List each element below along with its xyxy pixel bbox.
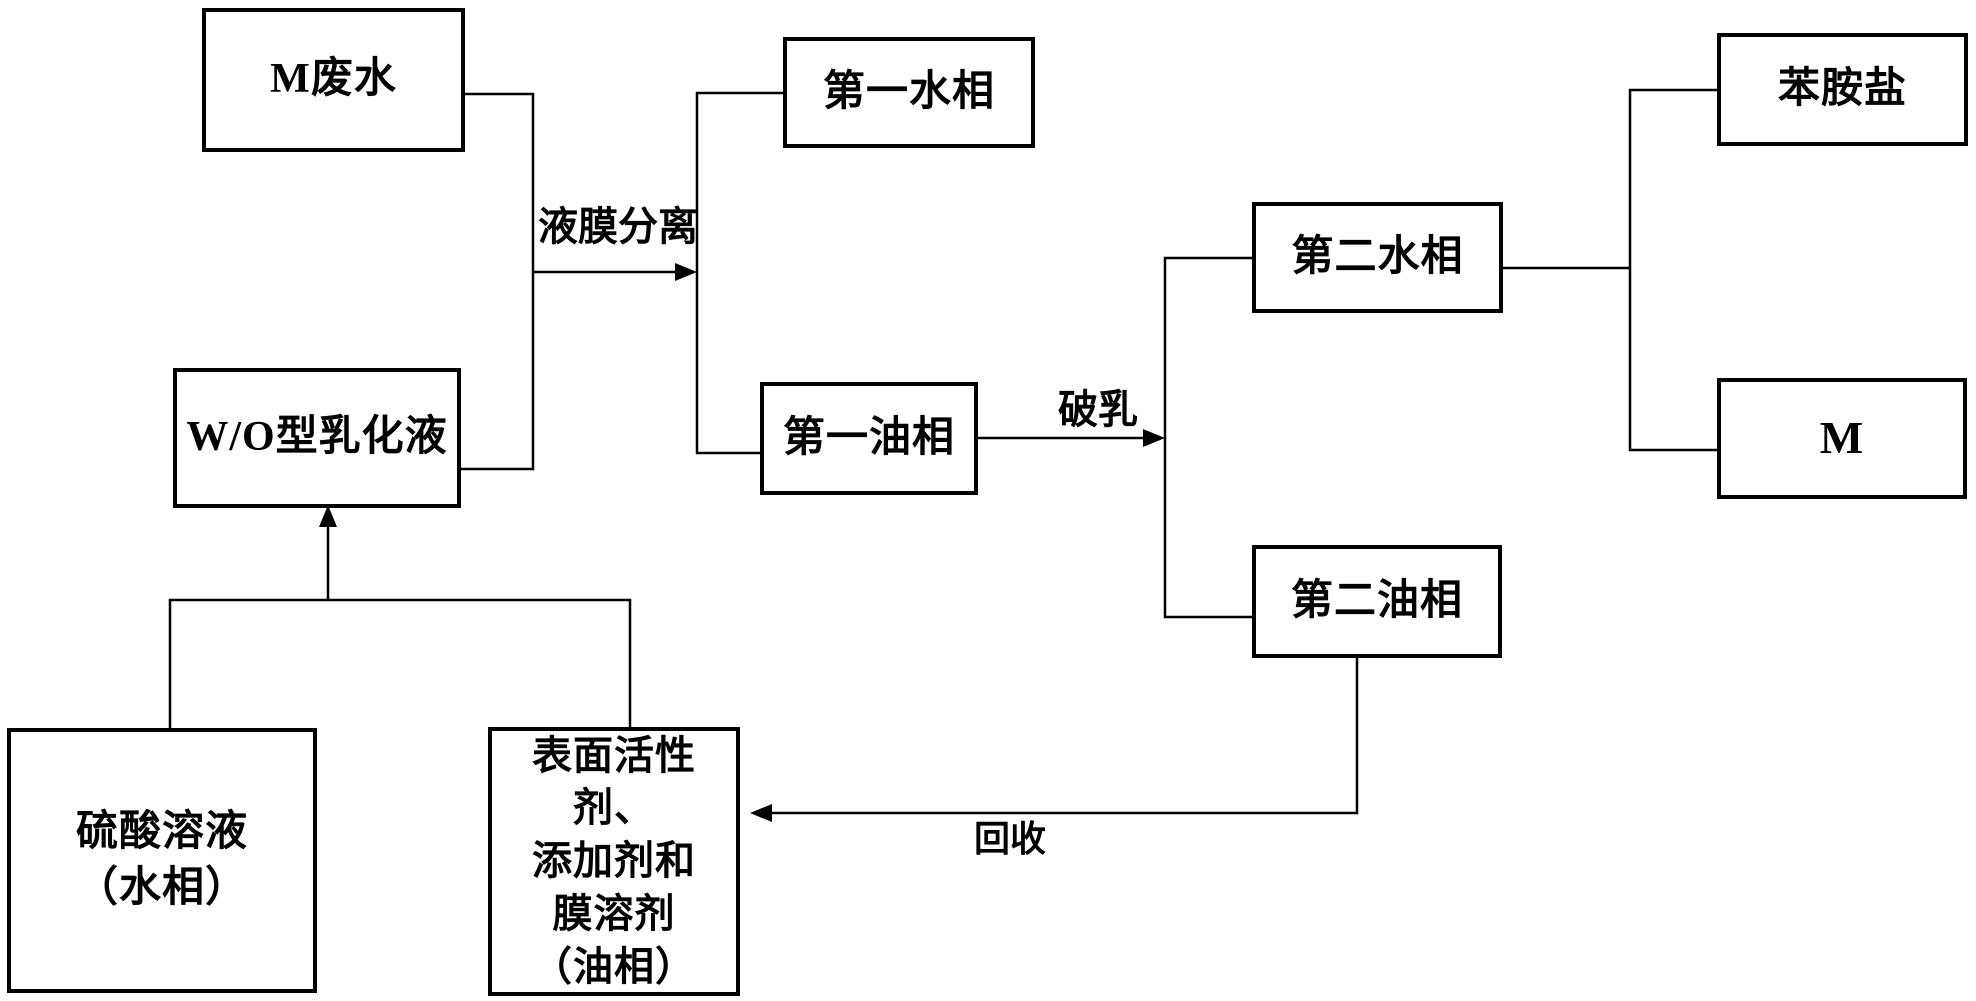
node-first-water-phase: 第一水相	[783, 37, 1035, 148]
edge-emulsion-collector	[168, 598, 632, 728]
node-first-water-phase-label: 第一水相	[822, 68, 995, 115]
node-second-water-phase-label: 第二水相	[1291, 233, 1464, 280]
node-surfactant-mix: 表面活性剂、 添加剂和 膜溶剂 （油相）	[488, 727, 740, 996]
node-second-oil-phase: 第二油相	[1252, 545, 1502, 658]
node-aniline-salt-label: 苯胺盐	[1777, 65, 1907, 112]
node-m-product-label: M	[1819, 412, 1865, 464]
edge-label-membrane-separation: 液膜分离	[538, 204, 698, 249]
node-wo-emulsion-label: W/O型乳化液	[186, 414, 448, 461]
node-aniline-salt: 苯胺盐	[1717, 33, 1968, 146]
node-second-oil-phase-label: 第二油相	[1290, 577, 1463, 624]
node-m-product: M	[1717, 378, 1967, 499]
edge-label-demulsification: 破乳	[1058, 387, 1138, 432]
node-m-wastewater: M废水	[202, 8, 465, 152]
edge-label-recovery: 回收	[973, 819, 1046, 859]
node-second-water-phase: 第二水相	[1252, 202, 1503, 313]
arrowhead-demulsification	[1143, 429, 1165, 447]
node-first-oil-phase: 第一油相	[760, 382, 978, 495]
node-sulfuric-acid: 硫酸溶液 （水相）	[7, 728, 317, 993]
arrowhead-membrane-separation	[675, 263, 697, 281]
edge-feed-join	[461, 92, 535, 471]
edge-first-split	[695, 91, 783, 455]
node-first-oil-phase-label: 第一油相	[782, 414, 955, 461]
node-wo-emulsion: W/O型乳化液	[173, 368, 461, 508]
edge-second-split	[1163, 256, 1252, 619]
arrowhead-recovery	[750, 804, 772, 822]
node-sulfuric-acid-label: 硫酸溶液 （水相）	[75, 809, 248, 911]
edge-product-split	[1628, 88, 1717, 452]
node-surfactant-mix-label: 表面活性剂、 添加剂和 膜溶剂 （油相）	[532, 732, 696, 989]
node-m-wastewater-label: M废水	[270, 56, 397, 103]
arrowhead-emulsion-up	[319, 505, 337, 527]
edge-recovery-line	[771, 658, 1359, 815]
